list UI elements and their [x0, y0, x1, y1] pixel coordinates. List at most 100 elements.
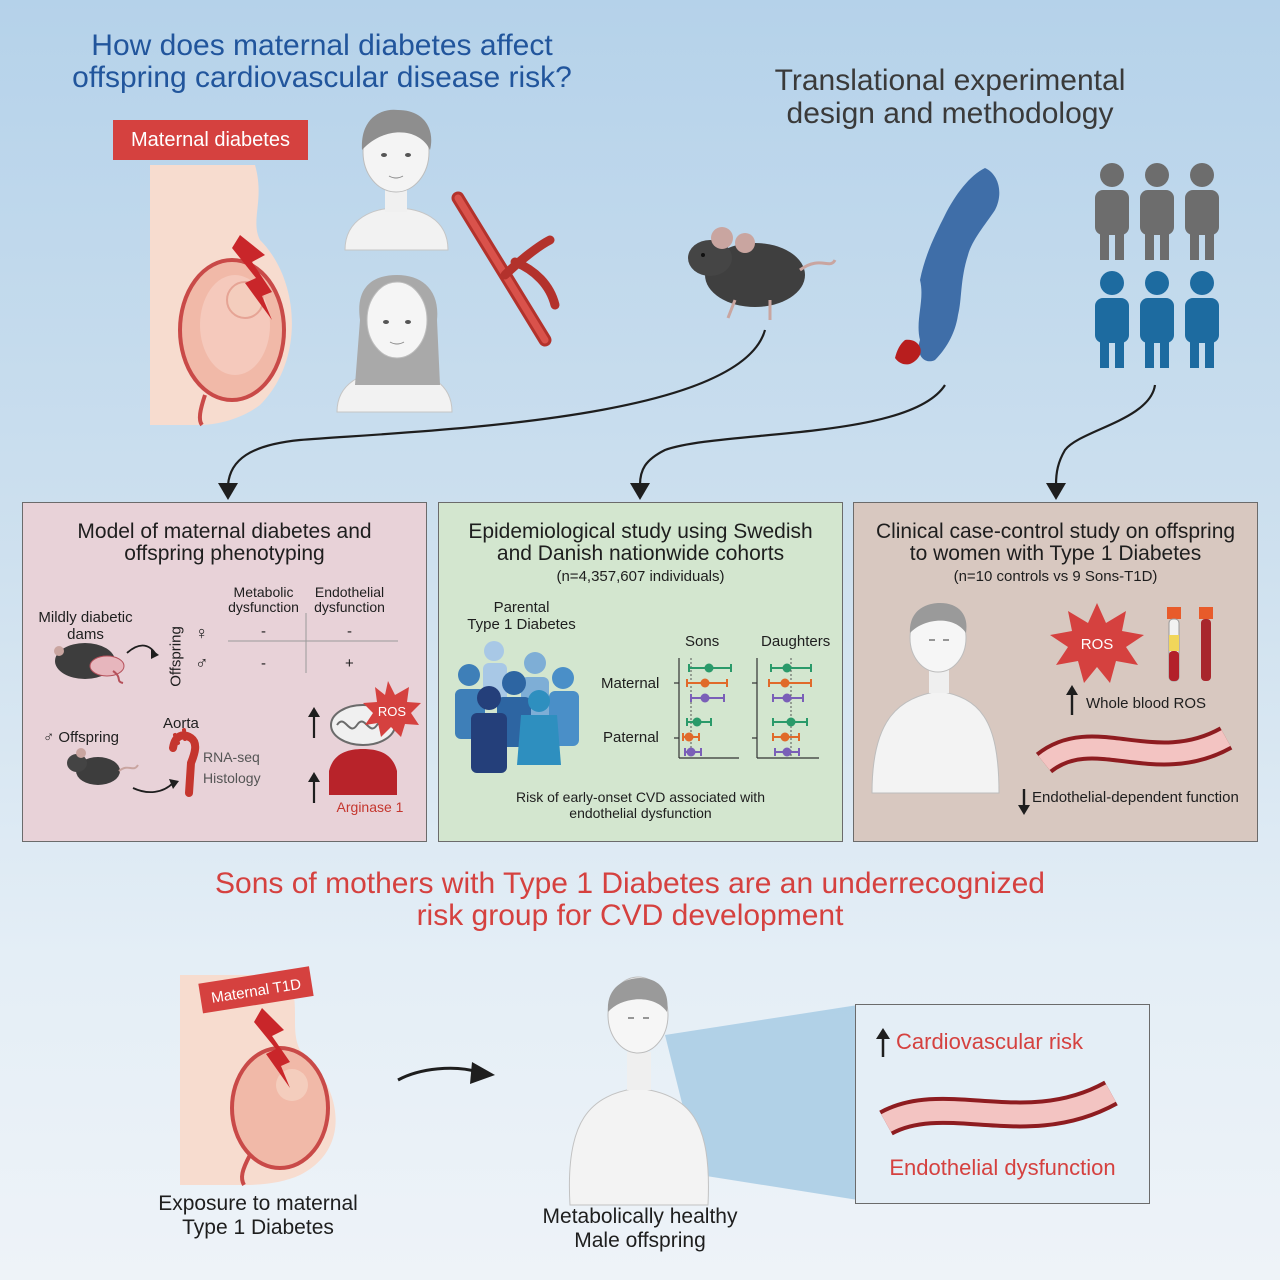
scandinavia-map-icon [895, 168, 1000, 365]
outcome-box: Cardiovascular risk Endothelial dysfunct… [855, 1004, 1150, 1204]
forest-interval [770, 663, 812, 673]
pregnant-belly-bottom-icon [180, 975, 336, 1186]
question-title: How does maternal diabetes affect offspr… [22, 30, 622, 94]
dam-arrowhead-icon [151, 649, 159, 659]
lightning-icon [232, 235, 272, 320]
forest-point [686, 747, 696, 757]
healthy-man-icon [568, 976, 709, 1206]
male-endothelial-value: + [345, 655, 354, 672]
forest-interval [772, 732, 800, 742]
forest-point [684, 732, 694, 742]
healthy-label-2: Male offspring [574, 1229, 706, 1252]
panel-model-title-1: Model of maternal diabetes and [77, 520, 372, 543]
conclusion-line-2: risk group for CVD development [416, 899, 844, 932]
exposure-arrowhead-icon [470, 1062, 495, 1084]
panel-epi-title-2: and Danish nationwide cohorts [496, 542, 785, 565]
blood-tube-icon-2 [1199, 607, 1213, 681]
cv-risk-label: Cardiovascular risk [896, 1029, 1084, 1054]
conclusion-text: Sons of mothers with Type 1 Diabetes are… [0, 868, 1260, 932]
maternal-diabetes-badge: Maternal diabetes [113, 120, 308, 160]
dam-arrow [126, 644, 156, 654]
forest-point [786, 717, 796, 727]
whole-blood-ros-label: Whole blood ROS [1086, 695, 1207, 712]
forest-interval [772, 717, 808, 727]
up-arrow-arginase-icon [308, 772, 320, 803]
exposure-label: Exposure to maternal Type 1 Diabetes [118, 1192, 398, 1240]
paternal-label: Paternal [603, 729, 659, 746]
conclusion-line-1: Sons of mothers with Type 1 Diabetes are… [215, 867, 1045, 900]
man-torso-icon [871, 603, 1000, 794]
male-symbol: ♂ [195, 653, 209, 673]
healthy-label-1: Metabolically healthy [542, 1205, 738, 1228]
girl-face-icon [336, 275, 453, 413]
forest-plot-marks [682, 663, 812, 757]
up-arrow-ros-icon [308, 707, 320, 738]
col-metabolic-2: dysfunction [228, 599, 299, 615]
design-title: Translational experimental design and me… [700, 64, 1200, 130]
female-endothelial-value: - [347, 623, 352, 640]
panel-clinical-n: (n=10 controls vs 9 Sons-T1D) [953, 568, 1158, 585]
panel-epi-graphics [455, 641, 819, 773]
forest-interval [772, 693, 804, 703]
forest-interval [686, 717, 712, 727]
forest-point [782, 693, 792, 703]
panel-clinical: Clinical case-control study on offspring… [853, 502, 1258, 842]
forest-interval [690, 693, 725, 703]
panel-model-graphics: ROS [54, 613, 421, 803]
daughters-header: Daughters [761, 633, 831, 650]
healthy-label: Metabolically healthy Male offspring [500, 1205, 780, 1253]
panel-model-title: Model of maternal diabetes and offspring… [23, 521, 426, 565]
forest-point [692, 717, 702, 727]
cv-risk-up-arrow-icon [876, 1028, 890, 1057]
parental-label-1: Parental [493, 599, 550, 616]
arrowhead-epi-icon [630, 483, 650, 500]
ros-up-arrow-icon [1066, 685, 1078, 715]
blood-tube-icon-1 [1167, 607, 1181, 682]
forest-point [780, 732, 790, 742]
forest-point [704, 663, 714, 673]
sons-header: Sons [685, 633, 720, 650]
family-crowd-icon [455, 641, 579, 773]
forest-point [782, 663, 792, 673]
col-endothelial: Endothelial dysfunction [307, 585, 392, 615]
forest-point [700, 693, 710, 703]
diabetic-dam-mouse-icon [54, 643, 125, 684]
parental-label: Parental Type 1 Diabetes [444, 599, 599, 633]
pregnant-belly-icon [150, 165, 292, 427]
blood-vessel-icon [451, 191, 560, 347]
panel-clinical-graphics: ROS [871, 603, 1233, 815]
forest-plot-axes [674, 658, 819, 759]
forest-interval [774, 747, 800, 757]
col-endothelial-1: Endothelial [314, 584, 385, 600]
maternal-label: Maternal [601, 675, 660, 692]
panel-epi-n: (n=4,357,607 individuals) [556, 568, 725, 585]
male-offspring-mouse-icon [67, 748, 139, 785]
exposure-label-2: Type 1 Diabetes [182, 1216, 334, 1239]
col-endothelial-2: dysfunction [314, 599, 385, 615]
question-line-2: offspring cardiovascular disease risk? [72, 61, 572, 94]
endo-dys-label: Endothelial dysfunction [889, 1155, 1116, 1180]
panel-epi-title: Epidemiological study using Swedish and … [439, 521, 842, 565]
panel-clinical-title: Clinical case-control study on offspring… [854, 521, 1257, 565]
arrow-to-epi [638, 384, 946, 486]
aorta-label: Aorta [163, 715, 199, 732]
offspring-arrowhead-icon [169, 779, 179, 789]
panel-epi-title-1: Epidemiological study using Swedish [468, 520, 813, 543]
rnaseq-label: RNA-seq [203, 749, 260, 765]
lightning-bottom-icon [254, 1008, 290, 1088]
exposure-label-1: Exposure to maternal [158, 1192, 358, 1215]
bottom-illustrations: Maternal T1D [180, 966, 858, 1206]
forest-interval [684, 747, 702, 757]
panel-model-title-2: offspring phenotyping [124, 542, 325, 565]
epi-caption-2: endothelial dysfunction [569, 805, 712, 821]
epi-caption-1: Risk of early-onset CVD associated with [516, 789, 765, 805]
forest-interval [768, 678, 812, 688]
forest-interval [682, 732, 700, 742]
female-metabolic-value: - [261, 623, 266, 640]
people-icons [1095, 163, 1219, 368]
forest-point [700, 678, 710, 688]
outcome-graphics [876, 1028, 1118, 1136]
forest-interval [688, 663, 732, 673]
forest-interval [686, 678, 728, 688]
